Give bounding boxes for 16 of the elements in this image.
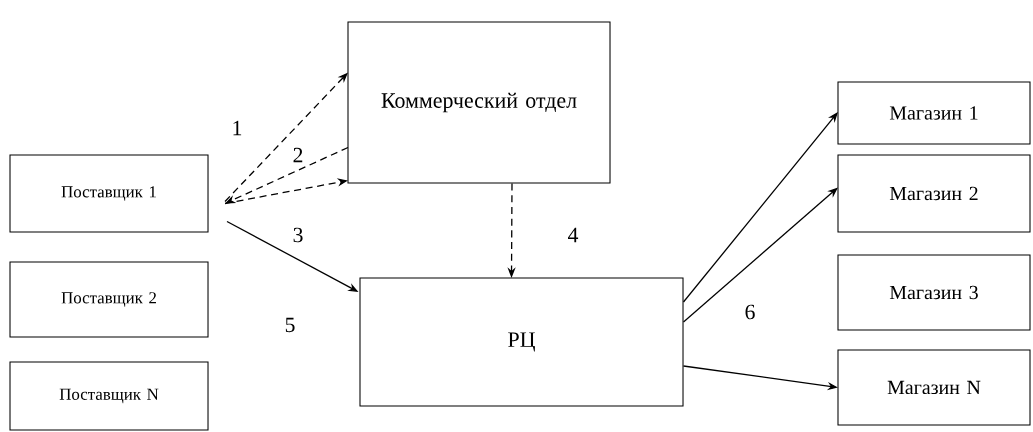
process-box: РЦ: [359, 277, 684, 407]
process-box: Поставщик N: [9, 361, 209, 431]
process-box: Поставщик 1: [9, 154, 209, 233]
process-box: Магазин 1: [837, 81, 1031, 145]
process-box: Магазин 2: [837, 154, 1031, 233]
step-number: 6: [745, 304, 755, 320]
step-number: 1: [233, 120, 242, 136]
step-number: 2: [293, 147, 303, 163]
arrow: [682, 112, 838, 303]
process-box: Поставщик 2: [9, 261, 209, 338]
step-number: 5: [285, 317, 295, 333]
step-number: 4: [568, 227, 579, 243]
process-box: Коммерческий отдел: [347, 21, 611, 184]
step-number: 3: [293, 227, 303, 243]
process-box: Магазин N: [837, 349, 1031, 426]
process-box: Магазин 3: [837, 254, 1031, 331]
